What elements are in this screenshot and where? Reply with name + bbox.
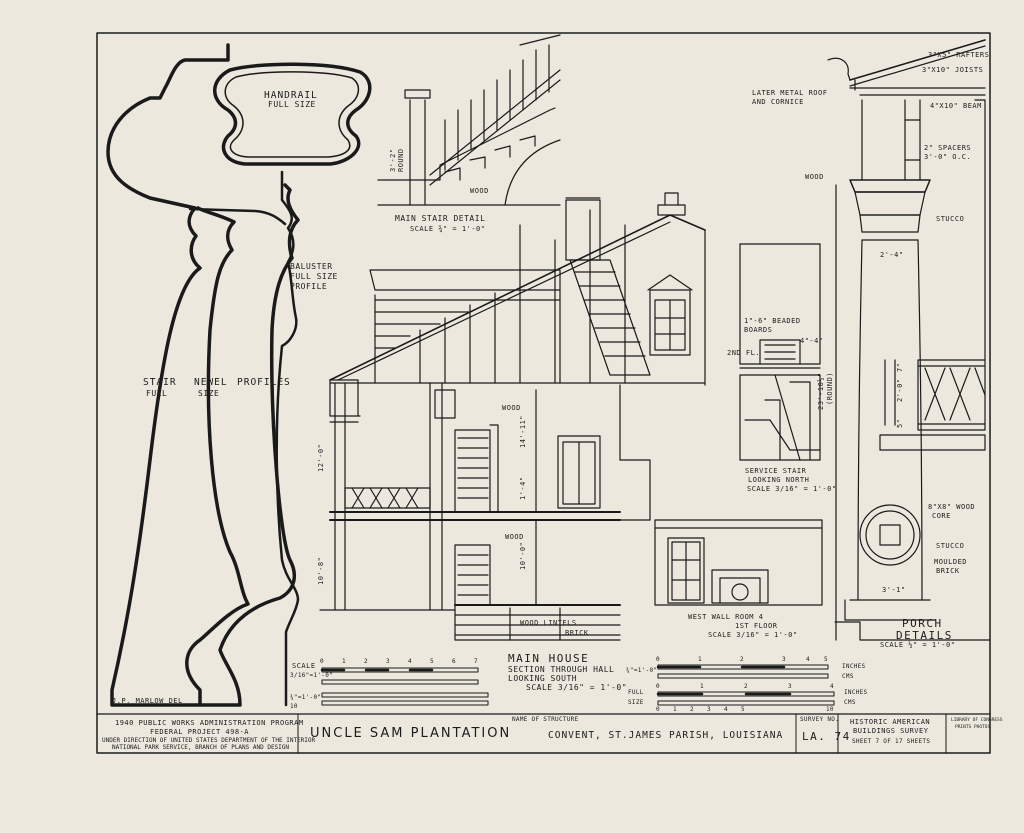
scale-inches: INCHES (842, 663, 866, 670)
handrail-profile (213, 62, 372, 166)
porch-height: 23'-10½" (817, 372, 825, 410)
west-wall-elevation (654, 519, 823, 606)
stair-detail-wood: WOOD (470, 187, 489, 195)
baluster-label-profile: PROFILE (290, 282, 328, 291)
scale-right-ratio: ¾"=1'-0" (626, 667, 658, 674)
porch-roof-2: AND CORNICE (752, 98, 804, 106)
porch-wood: WOOD (805, 173, 824, 181)
baluster-label-size: FULL SIZE (290, 272, 338, 281)
stair-detail-round: ROUND (397, 148, 405, 172)
west-wall-scale: SCALE 3/16" = 1'-0" (708, 631, 798, 639)
service-stair (739, 243, 821, 461)
habs-line-2: BUILDINGS SURVEY (853, 727, 929, 735)
service-floor: 2ND FL. (727, 349, 761, 357)
section-subtitle-1: SECTION THROUGH HALL (508, 665, 615, 674)
porch-dim-2ft: 2'-0" (896, 378, 904, 402)
west-wall-floor: 1ST FLOOR (735, 622, 778, 630)
porch-round: (ROUND) (826, 371, 834, 405)
newel-profile (106, 43, 250, 707)
baluster-profile (275, 170, 300, 707)
scale-label-ratio: 3/16"=1'-0" (290, 672, 334, 679)
newel-label-profiles: PROFILES (237, 377, 291, 388)
service-boards: BOARDS (744, 326, 773, 334)
main-stair-detail (377, 34, 561, 206)
library-line-2: PRINTS PHOTOS (955, 725, 991, 730)
porch-stucco-2: STUCCO (936, 542, 965, 550)
porch-details (827, 39, 991, 641)
baluster-label: BALUSTER (290, 262, 333, 271)
porch-rafters: 3"x5" RAFTERS (928, 51, 990, 59)
newel-label-newel: NEWEL (194, 377, 228, 388)
porch-title-1: PORCH (902, 617, 943, 630)
porch-dim-7: 7" (896, 362, 904, 372)
stair-detail-scale: SCALE ¾" = 1'-0" (410, 225, 486, 233)
delineator: J.P. MARLOW DEL (112, 697, 183, 705)
newel-label-full: FULL (146, 389, 168, 398)
project-label: FEDERAL PROJECT 498-A (150, 728, 250, 736)
scale-inches-2: INCHES (844, 689, 868, 696)
porch-core-1: 8"x8" WOOD (928, 503, 976, 511)
direction-line-2: NATIONAL PARK SERVICE, BRANCH OF PLANS A… (112, 744, 290, 751)
section-wood-1: WOOD (502, 404, 521, 412)
section-title: MAIN HOUSE (508, 652, 590, 665)
porch-core-2: CORE (932, 512, 951, 520)
scale-cms-2: CMS (844, 699, 856, 706)
section-subtitle-2: LOOKING SOUTH (508, 674, 578, 683)
porch-scale: SCALE ½" = 1'-0" (880, 641, 956, 649)
direction-line-1: UNDER DIRECTION OF UNITED STATES DEPARTM… (102, 737, 316, 744)
survey-label: SURVEY NO. (800, 716, 840, 723)
handrail-subtitle: FULL SIZE (268, 100, 316, 109)
scale-label-ratio-2: ¾"=1'-0" (290, 694, 322, 701)
section-dim-5: 10'-0" (519, 541, 527, 570)
structure-location: CONVENT, ST.JAMES PARISH, LOUISIANA (548, 730, 784, 741)
porch-base: 3'-1" (882, 586, 906, 594)
main-house-section (319, 192, 706, 641)
section-lintels: WOOD LINTELS (520, 619, 577, 627)
section-dim-4: 1'-4" (519, 476, 527, 500)
porch-brick-2: BRICK (936, 567, 960, 575)
newel-label-stair: STAIR (143, 377, 177, 388)
scale-label: SCALE (292, 662, 316, 670)
porch-beam: 4"x10" BEAM (930, 102, 982, 110)
library-line-1: LIBRARY OF CONGRESS (951, 718, 1003, 723)
porch-brick-1: MOULDED (934, 558, 968, 566)
service-title: SERVICE STAIR (745, 467, 807, 475)
service-scale: SCALE 3/16" = 1'-0" (747, 485, 837, 493)
section-brick: BRICK (565, 629, 589, 637)
service-post: 4"-4" (800, 337, 824, 345)
scale-size: SIZE (628, 699, 644, 706)
sheet-count: SHEET 7 OF 17 SHEETS (852, 738, 931, 745)
porch-joists: 3"x10" JOISTS (922, 66, 984, 74)
porch-spacers-2: 3'-0" O.C. (924, 153, 972, 161)
porch-stucco: STUCCO (936, 215, 965, 223)
porch-spacers-1: 2" SPACERS (924, 144, 972, 152)
porch-dim-top: 2'-4" (880, 251, 904, 259)
sheet-border (96, 32, 991, 754)
scale-full: FULL (628, 689, 644, 696)
west-wall-title: WEST WALL ROOM 4 (688, 613, 764, 621)
scale-label-10: 10 (290, 703, 298, 710)
stair-detail-dim: 3'-2" (389, 148, 397, 172)
section-dim-lower: 10'-8" (317, 556, 325, 585)
porch-dim-5: 5" (896, 418, 904, 428)
section-dim-upper: 12'-0" (317, 443, 325, 472)
scale-cms: CMS (842, 673, 854, 680)
habs-line-1: HISTORIC AMERICAN (850, 718, 931, 726)
structure-label: NAME OF STRUCTURE (512, 716, 579, 723)
section-wood-2: WOOD (505, 533, 524, 541)
structure-name: UNCLE SAM PLANTATION (310, 726, 512, 741)
service-beaded: 1"-6" BEADED (744, 317, 801, 325)
newel-label-size: SIZE (198, 389, 220, 398)
section-dim-3: 14'-11" (519, 414, 527, 448)
stair-detail-title: MAIN STAIR DETAIL (395, 214, 486, 223)
handrail-title: HANDRAIL (264, 90, 318, 101)
section-scale: SCALE 3/16" = 1'-0" (526, 683, 628, 692)
porch-roof-1: LATER METAL ROOF (752, 89, 828, 97)
porch-title-2: DETAILS (896, 629, 953, 642)
service-looking: LOOKING NORTH (748, 476, 810, 484)
survey-number: LA. 74 (802, 730, 851, 743)
program-label: 1940 PUBLIC WORKS ADMINISTRATION PROGRAM (115, 719, 304, 727)
